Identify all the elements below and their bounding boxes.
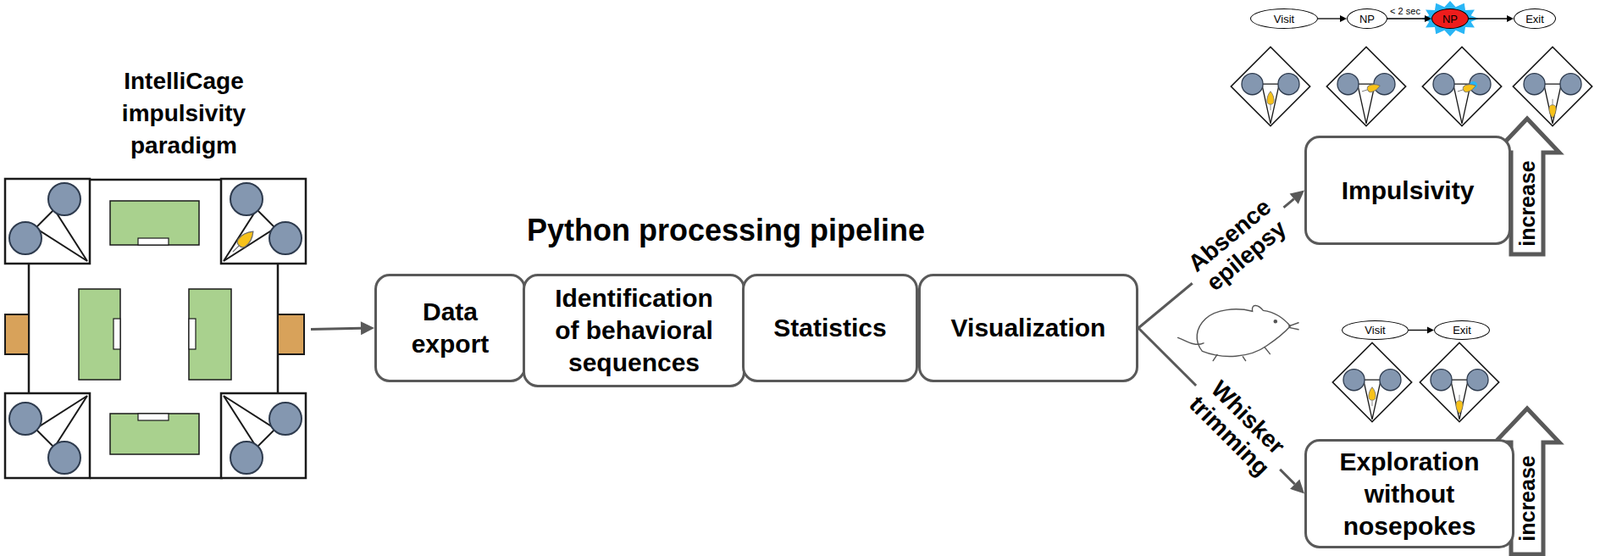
corner-icon [1230,46,1310,126]
corner-icon [1419,342,1499,421]
section-heading: Python processing pipeline [526,212,925,249]
rat-drawing [1178,304,1299,360]
state-oval: Visit [1250,8,1318,29]
arrowhead [1427,326,1434,334]
state-oval: NP [1346,8,1388,29]
connector-line [1408,329,1428,331]
corner-icon [1326,46,1406,126]
arrowhead [1424,15,1432,23]
arrowhead [360,321,375,335]
shelter [78,200,232,454]
increase-label: increase [1515,454,1540,541]
process-box: Data export [374,273,526,383]
outcome-box: Exploration without nosepokes [1304,438,1515,549]
cage-figure: IntelliCage impulsivity paradigm [5,178,306,480]
node-text: NP [1442,13,1458,25]
state-oval: Exit [1513,8,1556,29]
connector-arrow [310,321,375,335]
connector-line [310,327,361,329]
outcome-box: Impulsivity [1304,135,1512,245]
door-block [277,314,305,355]
state-oval: Exit [1433,320,1490,340]
door-block [5,314,29,355]
node-text: Exit [1452,324,1472,336]
node-text: Visit [1364,324,1385,336]
process-box: Visualization [918,273,1139,383]
figure-heading: IntelliCage impulsivity paradigm [99,65,269,162]
connector-line [1317,17,1340,19]
connector-arrow [1138,327,1305,494]
node-text: Data export [385,295,515,360]
arrowhead [1506,15,1514,23]
arrowhead [1289,190,1305,205]
node-text: Exploration without nosepokes [1320,445,1499,543]
state-oval: Visit [1341,320,1409,340]
increase-label: increase [1515,160,1540,246]
highlight-oval: NP [1431,8,1469,29]
intellicage-drawing [5,178,306,478]
node-text: Exit [1525,13,1545,25]
connector-line [1468,17,1507,19]
edge-label: Absence epilepsy [1175,187,1301,304]
connector-arrow [1468,15,1514,23]
node-text: Identification of behavioral sequences [547,282,721,379]
node-text: Visualization [951,311,1107,344]
node-text: NP [1359,13,1375,25]
connector-line [1387,17,1425,19]
corner-icon [1512,46,1592,126]
process-box: Identification of behavioral sequences [522,273,746,388]
arrowhead [1289,479,1305,494]
node-text: Visit [1273,13,1295,25]
process-box: Statistics [741,273,919,383]
arrowhead [1339,15,1347,23]
connector-arrow [1387,15,1432,23]
node-text: Impulsivity [1341,174,1475,207]
corner-icon [1332,342,1412,421]
node-text: Statistics [773,311,886,344]
connector-arrow [1408,326,1434,334]
corner-icon [1422,46,1501,126]
connector-arrow [1317,15,1347,23]
edge-label: < 2 sec [1389,5,1422,17]
